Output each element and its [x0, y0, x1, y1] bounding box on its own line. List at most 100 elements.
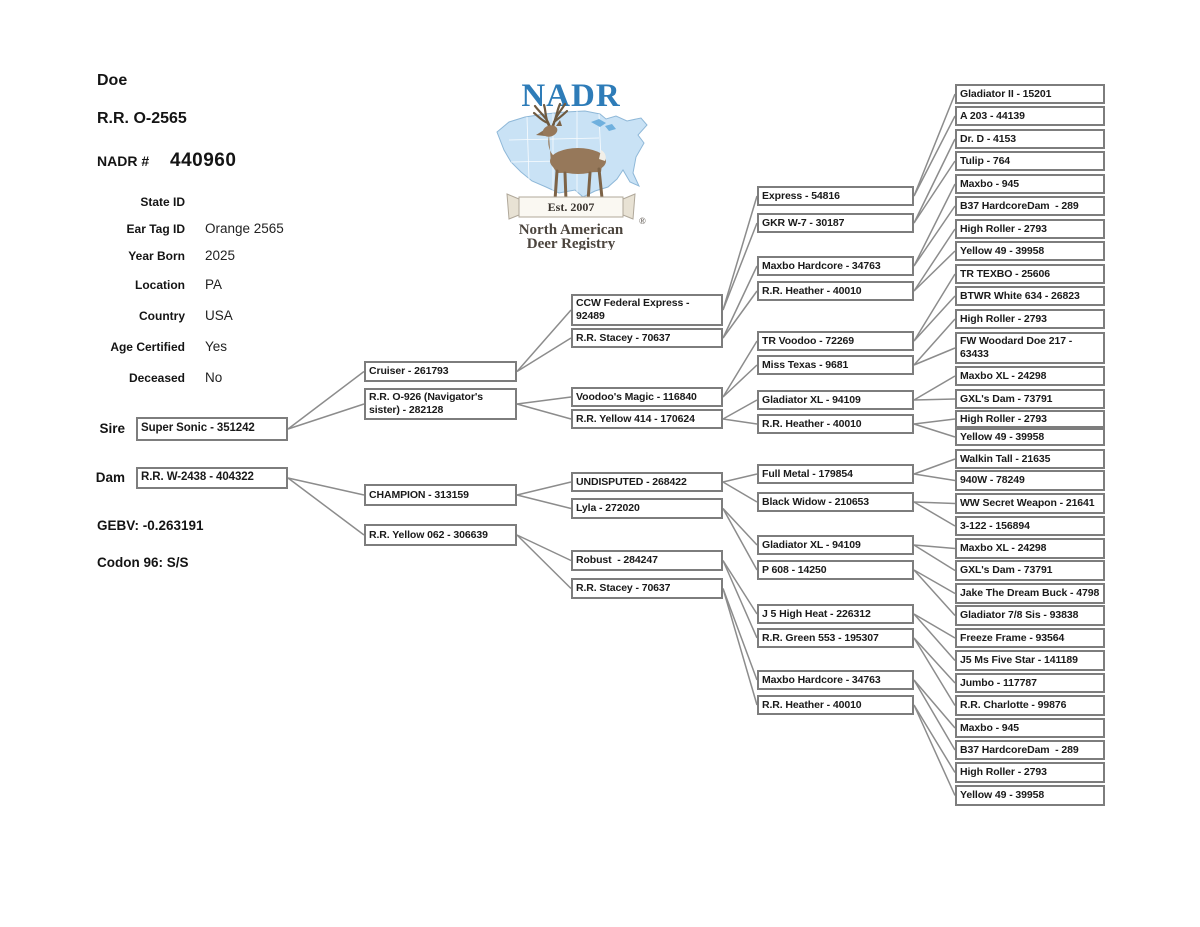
- pedigree-line: [913, 544, 956, 550]
- pedigree-animal-name: Miss Texas - 9681: [762, 358, 849, 371]
- info-field-label: Location: [135, 278, 185, 292]
- pedigree-animal-name: Gladiator XL - 94109: [762, 393, 861, 406]
- registry-name-line1: North American: [519, 222, 624, 238]
- pedigree-box: R.R. Green 553 - 195307: [757, 628, 914, 648]
- pedigree-box: Yellow 49 - 39958: [955, 428, 1105, 446]
- info-field-value: No: [205, 370, 223, 385]
- deer-icon: [532, 102, 606, 203]
- pedigree-animal-name: R.R. Heather - 40010: [762, 417, 862, 430]
- pedigree-box: Jumbo - 117787: [955, 673, 1105, 693]
- pedigree-line: [913, 613, 956, 661]
- pedigree-animal-name: J5 Ms Five Star - 141189: [960, 654, 1078, 667]
- nadr-logo: NADR: [496, 78, 648, 250]
- pedigree-animal-name: CCW Federal Express - 92489: [576, 297, 690, 322]
- pedigree-line: [913, 375, 956, 401]
- pedigree-line: [516, 403, 572, 420]
- pedigree-box: 3-122 - 156894: [955, 516, 1105, 536]
- pedigree-animal-name: Jake The Dream Buck - 4798: [960, 587, 1100, 600]
- pedigree-box: J 5 High Heat - 226312: [757, 604, 914, 624]
- nadr-number-label: NADR #: [97, 153, 150, 169]
- pedigree-box: Gladiator XL - 94109: [757, 390, 914, 410]
- pedigree-animal-name: GXL's Dam - 73791: [960, 564, 1053, 577]
- pedigree-box: Lyla - 272020: [571, 498, 723, 519]
- pedigree-animal-name: High Roller - 2793: [960, 766, 1047, 779]
- pedigree-line: [913, 501, 956, 505]
- codon-96-value: Codon 96: S/S: [97, 555, 189, 570]
- pedigree-line: [516, 494, 572, 510]
- pedigree-animal-name: High Roller - 2793: [960, 412, 1047, 425]
- pedigree-animal-name: R.R. Green 553 - 195307: [762, 631, 879, 644]
- pedigree-box: Maxbo XL - 24298: [955, 538, 1105, 559]
- info-field-label: State ID: [140, 195, 185, 209]
- pedigree-line: [913, 93, 956, 197]
- pedigree-animal-name: Robust - 284247: [576, 554, 658, 567]
- pedigree-animal-name: 940W - 78249: [960, 474, 1025, 487]
- pedigree-line: [913, 704, 956, 796]
- pedigree-line: [913, 205, 956, 267]
- pedigree-line: [722, 560, 758, 615]
- pedigree-line: [913, 473, 956, 482]
- established-text: Est. 2007: [548, 200, 595, 214]
- pedigree-animal-name: Maxbo Hardcore - 34763: [762, 259, 881, 272]
- pedigree-animal-name: R.R. Heather - 40010: [762, 284, 862, 297]
- pedigree-animal-name: FW Woodard Doe 217 - 63433: [960, 335, 1073, 360]
- pedigree-box: TR TEXBO - 25606: [955, 264, 1105, 284]
- pedigree-animal-name: R.R. Stacey - 70637: [576, 582, 671, 595]
- pedigree-line: [913, 160, 956, 224]
- pedigree-line: [913, 544, 956, 572]
- pedigree-animal-name: B37 HardcoreDam - 289: [960, 199, 1079, 212]
- pedigree-line: [516, 534, 572, 590]
- pedigree-line: [722, 265, 758, 339]
- pedigree-line: [722, 481, 758, 503]
- pedigree-line: [913, 679, 956, 729]
- pedigree-animal-name: R.R. Charlotte - 99876: [960, 699, 1067, 712]
- pedigree-box: FW Woodard Doe 217 - 63433: [955, 332, 1105, 364]
- pedigree-animal-name: Yellow 49 - 39958: [960, 789, 1045, 802]
- pedigree-box: R.R. Heather - 40010: [757, 281, 914, 301]
- pedigree-line: [913, 250, 956, 292]
- pedigree-line: [516, 481, 572, 496]
- pedigree-line: [913, 398, 956, 401]
- pedigree-box: J5 Ms Five Star - 141189: [955, 650, 1105, 671]
- pedigree-animal-name: High Roller - 2793: [960, 312, 1047, 325]
- pedigree-box: Yellow 49 - 39958: [955, 785, 1105, 806]
- pedigree-line: [516, 309, 572, 372]
- pedigree-animal-name: Walkin Tall - 21635: [960, 452, 1051, 465]
- pedigree-box: UNDISPUTED - 268422: [571, 472, 723, 492]
- pedigree-animal-name: TR Voodoo - 72269: [762, 334, 855, 347]
- pedigree-box: R.R. Heather - 40010: [757, 414, 914, 434]
- pedigree-box: High Roller - 2793: [955, 762, 1105, 783]
- pedigree-box: Maxbo - 945: [955, 174, 1105, 194]
- info-field-label: Deceased: [128, 371, 185, 385]
- pedigree-animal-name: Freeze Frame - 93564: [960, 631, 1065, 644]
- pedigree-animal-name: Dr. D - 4153: [960, 132, 1016, 145]
- pedigree-line: [287, 370, 365, 430]
- pedigree-box: Freeze Frame - 93564: [955, 628, 1105, 648]
- pedigree-box: B37 HardcoreDam - 289: [955, 196, 1105, 216]
- pedigree-line: [722, 222, 758, 311]
- pedigree-animal-name: R.R. Yellow 414 - 170624: [576, 412, 695, 425]
- pedigree-animal-name: TR TEXBO - 25606: [960, 267, 1051, 280]
- pedigree-box: Voodoo's Magic - 116840: [571, 387, 723, 407]
- pedigree-animal-name: Yellow 49 - 39958: [960, 430, 1045, 443]
- pedigree-box: Express - 54816: [757, 186, 914, 206]
- pedigree-animal-name: Voodoo's Magic - 116840: [576, 390, 697, 403]
- pedigree-box: Maxbo Hardcore - 34763: [757, 670, 914, 690]
- pedigree-animal-name: R.R. W-2438 - 404322: [141, 471, 254, 484]
- pedigree-box: WW Secret Weapon - 21641: [955, 493, 1105, 514]
- pedigree-animal-name: Full Metal - 179854: [762, 467, 853, 480]
- pedigree-animal-name: Maxbo - 945: [960, 177, 1020, 190]
- pedigree-box: High Roller - 2793: [955, 410, 1105, 428]
- pedigree-line: [913, 347, 956, 366]
- pedigree-line: [722, 364, 758, 398]
- great-lakes-shape: [591, 119, 616, 131]
- pedigree-box: Walkin Tall - 21635: [955, 449, 1105, 469]
- pedigree-box: High Roller - 2793: [955, 219, 1105, 239]
- pedigree-animal-name: UNDISPUTED - 268422: [576, 475, 687, 488]
- pedigree-box: Gladiator 7/8 Sis - 93838: [955, 605, 1105, 626]
- pedigree-box: Jake The Dream Buck - 4798: [955, 583, 1105, 604]
- pedigree-box: Maxbo XL - 24298: [955, 366, 1105, 386]
- pedigree-animal-name: Gladiator II - 15201: [960, 87, 1052, 100]
- pedigree-animal-name: Gladiator XL - 94109: [762, 538, 861, 551]
- pedigree-box: Gladiator XL - 94109: [757, 535, 914, 555]
